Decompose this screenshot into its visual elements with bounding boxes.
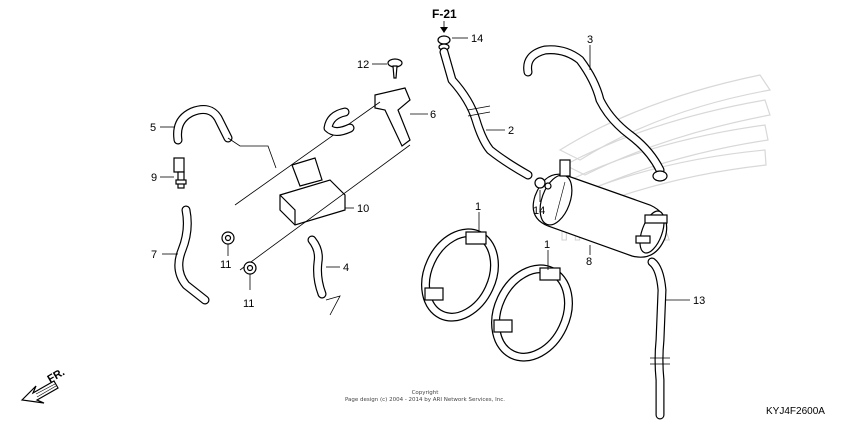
- bolt-11-lower: [243, 261, 257, 275]
- callout-5: 5: [150, 122, 156, 134]
- reference-label: F-21: [432, 7, 457, 21]
- fitting-9: [173, 157, 187, 189]
- callout-11a: 11: [220, 259, 231, 271]
- direction-label: FR.: [46, 366, 67, 385]
- bracket-6: [234, 87, 411, 271]
- hose-7: [174, 205, 210, 305]
- bolt-12: [387, 58, 403, 79]
- callout-7: 7: [151, 249, 157, 261]
- hose-4: [307, 235, 341, 316]
- callout-9: 9: [151, 172, 157, 184]
- callout-11b: 11: [243, 298, 254, 310]
- callout-4: 4: [343, 262, 349, 274]
- callout-6: 6: [430, 109, 436, 121]
- hose-2: [439, 47, 533, 180]
- forward-direction-arrow-icon: [20, 380, 59, 404]
- hose-clip-14-lower: [534, 177, 552, 190]
- reference-arrowhead: [440, 27, 448, 33]
- copyright-line-2: Page design (c) 2004 - 2014 by ARI Netwo…: [345, 397, 505, 403]
- copyright-line-1: Copyright: [412, 390, 440, 396]
- canister-band-1-right: [491, 264, 573, 362]
- callout-2: 2: [508, 125, 514, 137]
- callout-8: 8: [586, 256, 592, 268]
- hose-5: [173, 105, 277, 169]
- hose-13: [647, 257, 670, 420]
- canister-band-1-left: [421, 228, 499, 322]
- evap-canister-8: [532, 159, 668, 258]
- callout-1b: 1: [544, 239, 550, 251]
- callout-12: 12: [357, 59, 369, 71]
- callout-14b: 14: [533, 205, 545, 217]
- callout-10: 10: [357, 203, 369, 215]
- solenoid-valve-10: [279, 157, 346, 226]
- callout-13: 13: [693, 295, 705, 307]
- callout-3: 3: [587, 34, 593, 46]
- diagram-code: KYJ4F2600A: [766, 406, 825, 417]
- callout-14a: 14: [471, 33, 483, 45]
- bolt-11-upper: [221, 231, 235, 245]
- hose-3: [523, 45, 668, 182]
- callout-1a: 1: [475, 201, 481, 213]
